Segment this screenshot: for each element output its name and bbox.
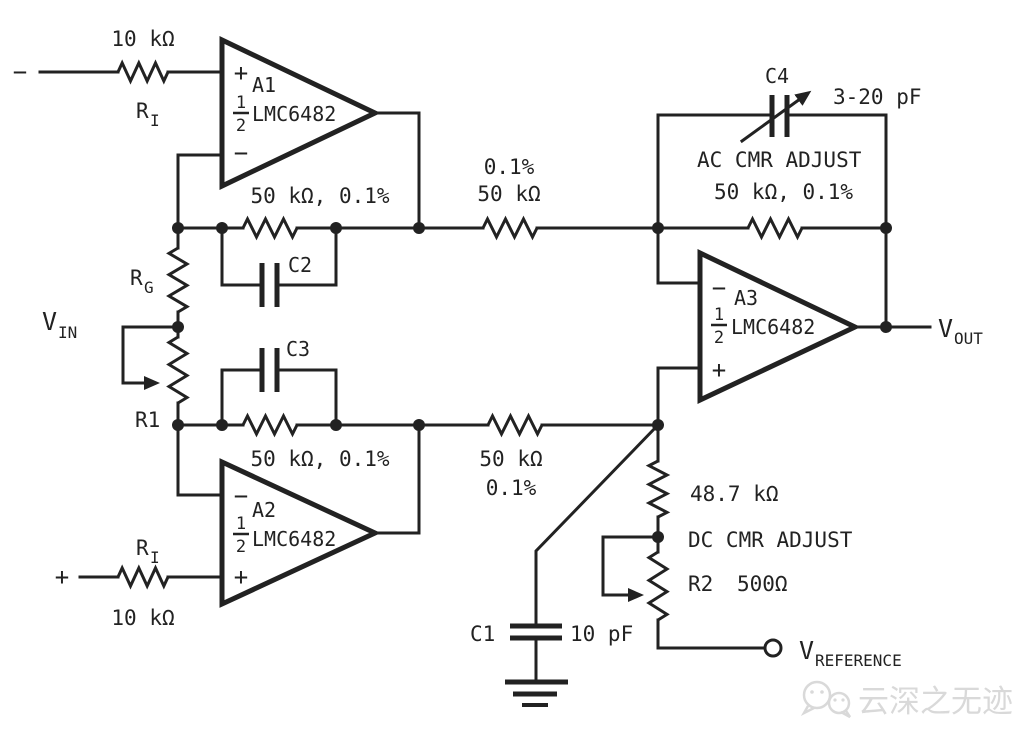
rg-name: R [130, 266, 143, 290]
wire-c1-diagonal [534, 422, 661, 684]
opamp-a2-labels: − A2 1 2 LMC6482 + [233, 482, 336, 591]
bridge-top-value: 50 kΩ [477, 182, 540, 206]
resistor-ac-cmr [746, 215, 804, 241]
a1-frac-den: 2 [236, 116, 246, 136]
resistor-bridge-bottom [486, 412, 544, 438]
a2-frac-den: 2 [236, 537, 246, 557]
resistor-ri-bottom [116, 564, 170, 590]
a3-pin-plus: + [712, 356, 726, 384]
opamp-a1-triangle [219, 36, 381, 190]
wire-a2-inverting [176, 423, 224, 497]
bridge-top-tolerance: 0.1% [484, 155, 535, 179]
a3-pin-minus: − [712, 274, 726, 302]
resistor-r2-pot [646, 550, 670, 622]
dc-cmr-title: DC CMR ADJUST [688, 528, 853, 552]
ri-top-name-sub: I [150, 111, 160, 130]
top-input-terminal-label: − [13, 58, 27, 86]
c4-value: 3-20 pF [833, 85, 922, 109]
opamp-a2-triangle [219, 458, 381, 608]
c3-label: C3 [286, 337, 310, 361]
a3-frac-num: 1 [714, 305, 724, 325]
ac-cmr-title: AC CMR ADJUST [697, 148, 862, 172]
a2-part: LMC6482 [252, 527, 336, 551]
vreference-terminal [763, 638, 783, 658]
c4-label: C4 [765, 64, 789, 88]
wire-dc-wiper-loop [601, 535, 660, 597]
resistor-ri-top [116, 59, 170, 85]
vout-label-sub: OUT [954, 329, 983, 348]
resistor-r1-pot [166, 335, 190, 405]
resistor-rg [166, 246, 190, 314]
wire-a3-inverting [656, 226, 702, 285]
a2-pin-plus: + [234, 563, 248, 591]
a1-name: A1 [252, 73, 276, 97]
capacitor-c2 [259, 263, 280, 307]
r48k7-value: 48.7 kΩ [690, 482, 779, 506]
c1-value: 10 pF [570, 622, 633, 646]
rg-name-sub: G [144, 278, 154, 297]
wire-vin-loop [121, 325, 180, 385]
resistor-bridge-top [481, 215, 539, 241]
opamp-a3-triangle [697, 249, 861, 404]
wire-c2-loop [220, 226, 338, 287]
vin-label-sub: IN [58, 323, 77, 342]
capacitor-c3 [259, 348, 280, 392]
resistor-feedback-a1 [241, 215, 299, 241]
a3-frac-den: 2 [714, 328, 724, 348]
a1-pin-plus: + [234, 59, 248, 87]
a1-part: LMC6482 [252, 102, 336, 126]
capacitor-c4-variable [769, 95, 790, 137]
ri-bottom-name-sub: I [150, 548, 160, 567]
feedback-a2-resistor-label: 50 kΩ, 0.1% [250, 447, 389, 471]
opamp-a1-labels: + A1 1 2 LMC6482 − [233, 59, 336, 167]
a2-name: A2 [252, 498, 276, 522]
watermark-text: 云深之无迹 [858, 684, 1013, 720]
ac-cmr-resistor-label: 50 kΩ, 0.1% [714, 180, 853, 204]
wire-a1-inverting [176, 153, 224, 230]
a2-frac-num: 1 [236, 514, 246, 534]
bridge-bottom-tolerance: 0.1% [486, 476, 537, 500]
capacitor-c1 [510, 623, 562, 641]
r2-name: R2 [688, 572, 713, 596]
wechat-icon [800, 680, 852, 719]
resistors [116, 59, 804, 622]
resistor-48k7 [645, 459, 671, 519]
a2-pin-minus: − [234, 482, 248, 510]
wire-a3-noninverting [656, 366, 702, 427]
ri-bottom-value: 10 kΩ [111, 606, 174, 630]
ri-top-value: 10 kΩ [111, 27, 174, 51]
ground-symbol [505, 679, 568, 707]
feedback-a1-resistor-label: 50 kΩ, 0.1% [250, 184, 389, 208]
a3-part: LMC6482 [731, 315, 815, 339]
vreference-label: V [799, 636, 814, 665]
c2-label: C2 [288, 253, 312, 277]
watermark: 云深之无迹 [800, 680, 1013, 720]
wire-ac-feedback-box [656, 113, 888, 329]
resistor-feedback-a2 [241, 412, 299, 438]
wire-c3-loop [220, 368, 338, 427]
c1-label: C1 [470, 622, 495, 646]
a3-name: A3 [734, 286, 758, 310]
bottom-input-terminal-label: + [55, 563, 69, 591]
capacitors [259, 95, 790, 641]
r1-name: R1 [135, 408, 160, 432]
opamp-a3-labels: − A3 1 2 LMC6482 + [711, 274, 815, 384]
vin-label: V [42, 307, 57, 336]
junction-dots [172, 222, 892, 543]
vout-label: V [938, 314, 953, 343]
a1-frac-num: 1 [236, 93, 246, 113]
ri-top-name: R [136, 99, 149, 123]
wire-a1-output [371, 111, 421, 230]
bridge-bottom-value: 50 kΩ [479, 447, 542, 471]
vreference-label-sub: REFERENCE [815, 651, 902, 670]
a1-pin-minus: − [234, 139, 248, 167]
wire-a2-output [371, 423, 421, 535]
ri-bottom-name: R [136, 536, 149, 560]
r2-value: 500Ω [737, 572, 788, 596]
